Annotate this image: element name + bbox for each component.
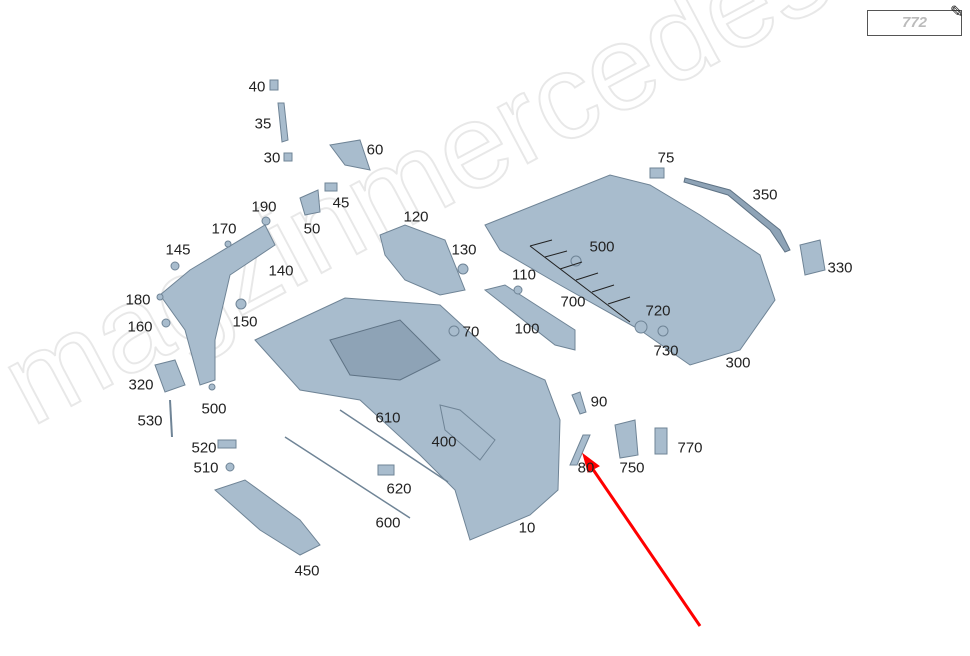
part-label[interactable]: 190	[251, 198, 277, 216]
part-10-bumper-cover	[254, 297, 561, 541]
part-label[interactable]: 130	[451, 241, 477, 259]
part-label[interactable]: 145	[165, 241, 191, 259]
part-label[interactable]: 100	[514, 320, 540, 338]
part-label[interactable]: 300	[725, 354, 751, 372]
part-label[interactable]: 170	[211, 220, 237, 238]
page-number-box[interactable]: 772	[867, 10, 962, 36]
part-label[interactable]: 70	[462, 323, 480, 341]
part-label[interactable]: 730	[653, 342, 679, 360]
part-label[interactable]: 530	[137, 412, 163, 430]
part-label[interactable]: 620	[386, 480, 412, 498]
red-arrow	[582, 452, 702, 627]
part-label[interactable]: 520	[191, 439, 217, 457]
part-label[interactable]: 140	[268, 262, 294, 280]
part-label[interactable]: 450	[294, 562, 320, 580]
part-label[interactable]: 700	[560, 293, 586, 311]
part-label[interactable]: 510	[193, 459, 219, 477]
part-label[interactable]: 180	[125, 291, 151, 309]
part-label[interactable]: 30	[263, 149, 281, 167]
part-label[interactable]: 610	[375, 409, 401, 427]
part-label[interactable]: 330	[827, 259, 853, 277]
part-label[interactable]: 10	[518, 519, 536, 537]
part-label[interactable]: 60	[366, 141, 384, 159]
part-140-bracket	[159, 224, 276, 386]
part-label[interactable]: 35	[254, 115, 272, 133]
part-label[interactable]: 50	[303, 220, 321, 238]
part-label[interactable]: 160	[127, 318, 153, 336]
part-label[interactable]: 90	[590, 393, 608, 411]
part-label[interactable]: 500	[201, 400, 227, 418]
part-label[interactable]: 720	[645, 302, 671, 320]
part-label[interactable]: 150	[232, 313, 258, 331]
part-label[interactable]: 770	[677, 439, 703, 457]
part-label[interactable]: 320	[128, 376, 154, 394]
part-label[interactable]: 500	[589, 238, 615, 256]
part-label[interactable]: 750	[619, 459, 645, 477]
part-label[interactable]: 600	[375, 514, 401, 532]
part-label[interactable]: 75	[657, 149, 675, 167]
part-label[interactable]: 400	[431, 433, 457, 451]
part-label[interactable]: 80	[577, 459, 595, 477]
part-300-lower-panel	[484, 174, 776, 366]
part-label[interactable]: 40	[248, 78, 266, 96]
part-label[interactable]: 45	[332, 194, 350, 212]
part-label[interactable]: 120	[403, 208, 429, 226]
edit-icon[interactable]: ✎	[950, 4, 964, 21]
part-label[interactable]: 110	[512, 266, 536, 284]
part-label[interactable]: 350	[752, 186, 778, 204]
